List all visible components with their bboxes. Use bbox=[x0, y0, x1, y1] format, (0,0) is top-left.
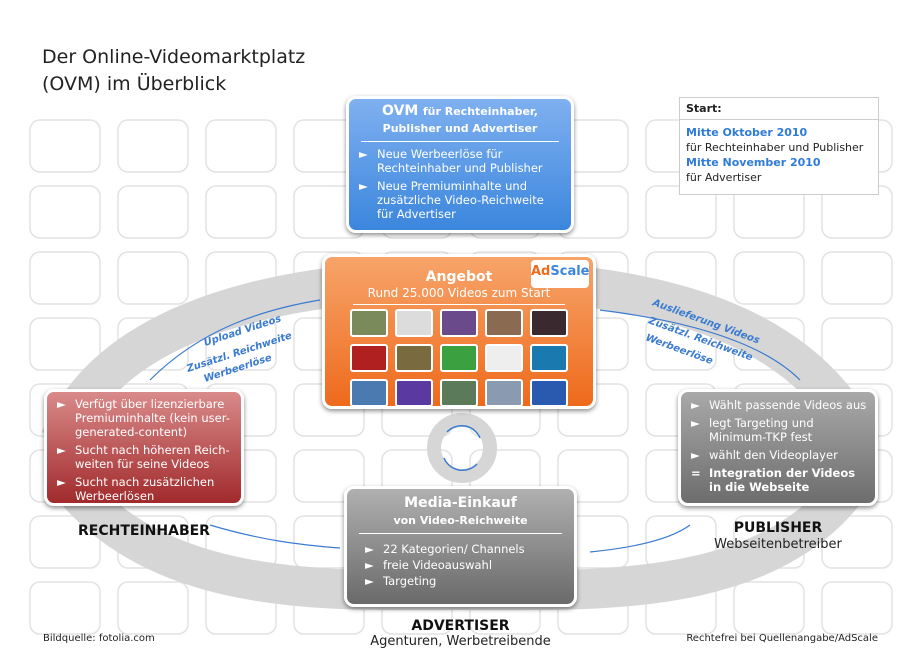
video-thumbnail bbox=[440, 344, 478, 372]
list-item: ►freie Videoauswahl bbox=[365, 558, 493, 572]
list-item: ►Wählt passende Videos aus bbox=[691, 398, 867, 412]
background-tile bbox=[821, 317, 893, 371]
video-thumbnail bbox=[485, 344, 523, 372]
arrow-left-1 bbox=[149, 299, 321, 381]
list-item: ►Neue Premiuminhalte und zusätzliche Vid… bbox=[359, 179, 544, 221]
background-tile bbox=[29, 119, 101, 173]
background-tile bbox=[821, 581, 893, 635]
background-tile bbox=[29, 251, 101, 305]
video-thumbnail bbox=[350, 379, 388, 407]
background-tile bbox=[733, 581, 805, 635]
publisher-label: PUBLISHER bbox=[733, 520, 823, 536]
page-title: Der Online-Videomarktplatz(OVM) im Überb… bbox=[42, 46, 306, 95]
arrow-bottom-left bbox=[209, 524, 341, 549]
background-tile bbox=[205, 185, 277, 239]
background-tile bbox=[117, 251, 189, 305]
video-thumbnail bbox=[485, 309, 523, 337]
video-thumbnails bbox=[325, 309, 593, 407]
cycle-arrow-icon bbox=[446, 425, 481, 439]
background-tile bbox=[821, 251, 893, 305]
background-tile bbox=[733, 251, 805, 305]
arrow-right-1 bbox=[599, 309, 801, 381]
list-item: ►Targeting bbox=[365, 574, 437, 588]
background-tile bbox=[29, 317, 101, 371]
angebot-box: AdScale Angebot Rund 25.000 Videos zum S… bbox=[322, 254, 596, 409]
arrow-bottom-right bbox=[589, 524, 691, 553]
background-tile bbox=[117, 119, 189, 173]
background-tile bbox=[205, 119, 277, 173]
background-tile bbox=[29, 515, 101, 569]
background-tile bbox=[557, 449, 629, 503]
video-thumbnail bbox=[530, 309, 568, 337]
copyright-note: Rechtefrei bei Quellenangabe/AdScale bbox=[686, 633, 878, 644]
advertiser-sublabel: Agenturen, Werbetreibende bbox=[370, 634, 551, 649]
video-thumbnail bbox=[350, 309, 388, 337]
video-thumbnail bbox=[350, 344, 388, 372]
publisher-sublabel: Webseitenbetreiber bbox=[714, 537, 842, 552]
list-item: ►Sucht nach zusätzlichen Werbeerlösen bbox=[57, 475, 215, 503]
background-tile bbox=[29, 185, 101, 239]
rechteinhaber-box: ►Verfügt über lizenzierbare Premiuminhal… bbox=[44, 389, 244, 506]
cycle-ring bbox=[427, 413, 497, 483]
list-item: ►legt Targeting und Minimum-TKP fest bbox=[691, 416, 814, 444]
background-tile bbox=[117, 581, 189, 635]
video-thumbnail bbox=[440, 379, 478, 407]
publisher-box: ►Wählt passende Videos aus ►legt Targeti… bbox=[678, 389, 878, 506]
list-item: =Integration der Videos in die Webseite bbox=[691, 466, 856, 494]
list-item: ►Verfügt über lizenzierbare Premiuminhal… bbox=[57, 397, 230, 439]
adscale-logo: AdScale bbox=[531, 260, 590, 288]
rechteinhaber-label: RECHTEINHABER bbox=[78, 523, 210, 539]
video-thumbnail bbox=[530, 344, 568, 372]
background-tile bbox=[29, 581, 101, 635]
video-thumbnail bbox=[395, 379, 433, 407]
advertiser-label: ADVERTISER bbox=[411, 618, 510, 634]
ovm-box: OVM für Rechteinhaber,Publisher und Adve… bbox=[346, 96, 574, 233]
video-thumbnail bbox=[440, 309, 478, 337]
list-item: ►22 Kategorien/ Channels bbox=[365, 542, 525, 556]
image-source: Bildquelle: fotolia.com bbox=[43, 633, 155, 644]
cycle-arrow-icon bbox=[443, 457, 478, 471]
background-tile bbox=[117, 185, 189, 239]
video-thumbnail bbox=[530, 379, 568, 407]
list-item: ►Sucht nach höheren Reich-weiten für sei… bbox=[57, 443, 230, 471]
list-item: ►wählt den Videoplayer bbox=[691, 448, 838, 462]
video-thumbnail bbox=[485, 379, 523, 407]
list-item: ►Neue Werbeerlöse für Rechteinhaber und … bbox=[359, 147, 543, 175]
media-einkauf-box: Media-Einkauf von Video-Reichweite ►22 K… bbox=[344, 486, 577, 607]
video-thumbnail bbox=[395, 309, 433, 337]
video-thumbnail bbox=[395, 344, 433, 372]
background-tile bbox=[821, 515, 893, 569]
